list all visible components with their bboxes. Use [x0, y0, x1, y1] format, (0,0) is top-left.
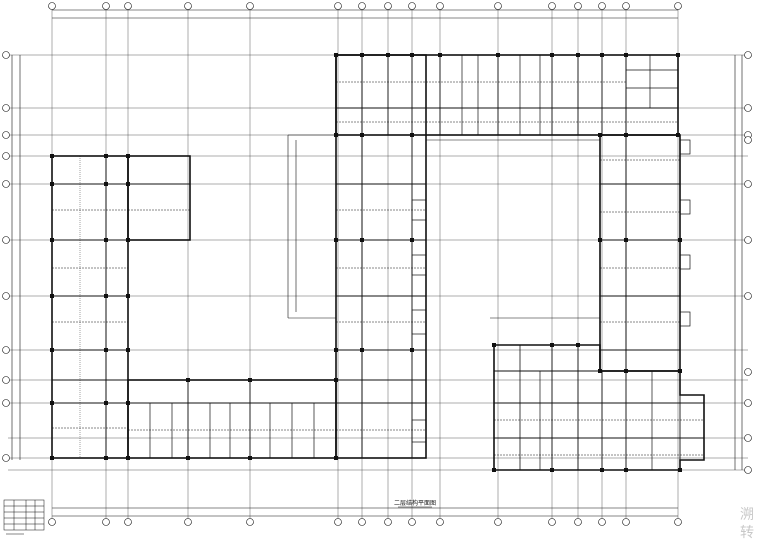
column-markers [50, 53, 682, 472]
south-east-block [493, 344, 705, 471]
west-wing [51, 155, 191, 459]
axis-bubbles-right [744, 51, 752, 474]
north-band [335, 54, 679, 136]
axis-bubbles-top [48, 2, 682, 10]
drawing-title: 二层结构平面图 [394, 499, 436, 508]
legend-table [3, 499, 45, 535]
watermark-char-1: 溯 [740, 507, 754, 523]
dimension-frame [11, 9, 743, 517]
watermark-char-2: 转 [740, 525, 754, 541]
drawing-title-text: 二层结构平面图 [394, 499, 436, 507]
axis-bubbles-bottom [48, 518, 682, 526]
axis-bubbles-left [2, 51, 10, 462]
courtyard-outline [287, 134, 600, 319]
